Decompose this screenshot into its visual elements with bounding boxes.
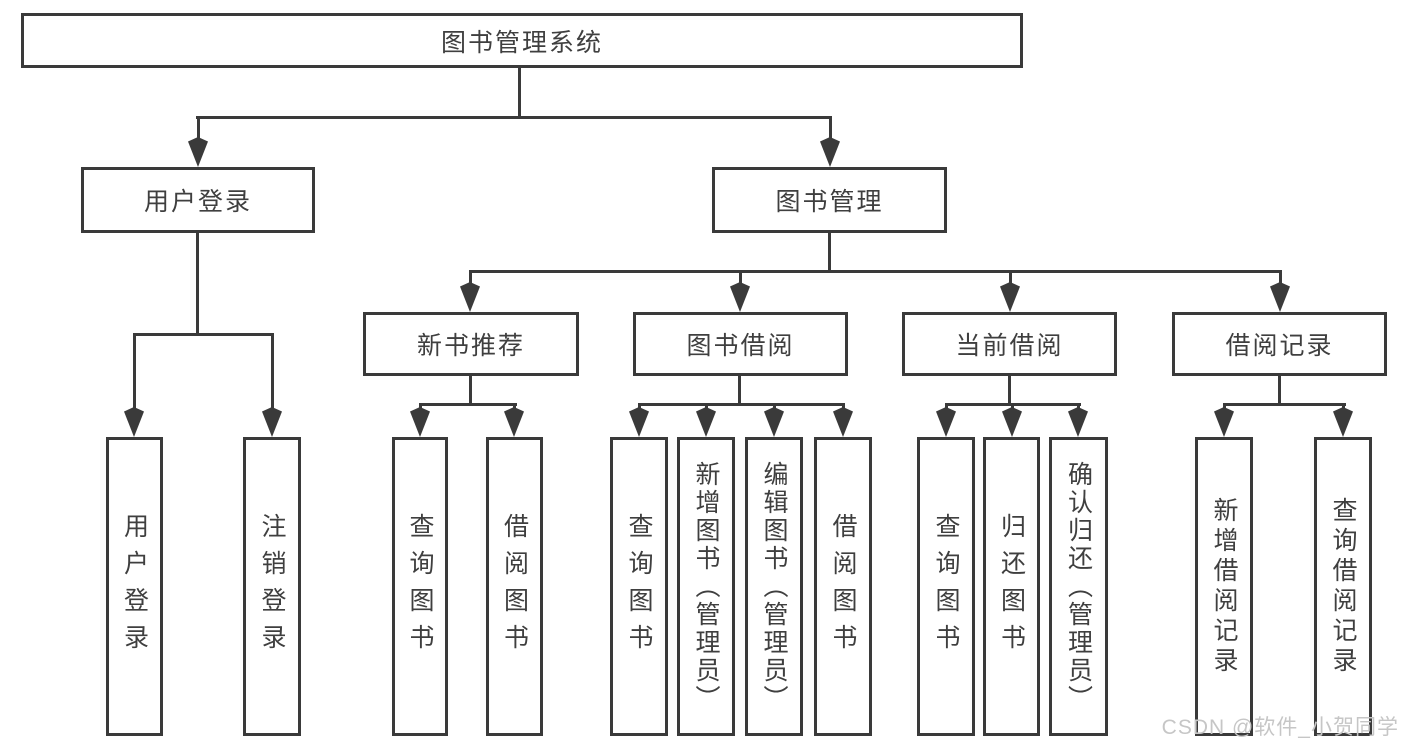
- watermark-text: CSDN @软件_小贺同学: [1161, 716, 1399, 739]
- connector-book-management-horizontal-line: [469, 270, 1282, 273]
- leaf-edit-books-admin: 编辑图书（管理员）: [745, 437, 803, 736]
- arrow-down-icon: [460, 270, 480, 312]
- node-user-login: 用户登录: [81, 167, 315, 233]
- arrow-down-icon: [124, 333, 144, 437]
- arrow-down-icon: [730, 270, 750, 312]
- leaf-confirm-return-admin: 确认归还（管理员）: [1049, 437, 1108, 736]
- connector-book-borrowing-horizontal-line: [638, 403, 845, 406]
- arrow-down-icon: [820, 116, 840, 167]
- arrow-down-icon: [1214, 403, 1234, 437]
- node-book-borrowing: 图书借阅: [633, 312, 848, 376]
- arrow-down-icon: [629, 403, 649, 437]
- arrow-down-icon: [1270, 270, 1290, 312]
- arrow-down-icon: [764, 403, 784, 437]
- connector-new-book-horizontal-line: [419, 403, 517, 406]
- leaf-query-borrow-record: 查询借阅记录: [1314, 437, 1372, 736]
- connector-new-book-vertical-line: [469, 376, 472, 406]
- connector-root-vertical-line: [518, 68, 521, 118]
- node-current-borrowing: 当前借阅: [902, 312, 1117, 376]
- arrow-down-icon: [936, 403, 956, 437]
- connector-borrowing-records-horizontal-line: [1223, 403, 1346, 406]
- arrow-down-icon: [1002, 403, 1022, 437]
- node-borrowing-records: 借阅记录: [1172, 312, 1387, 376]
- connector-book-management-vertical-line: [828, 233, 831, 272]
- connector-borrowing-records-vertical-line: [1278, 376, 1281, 406]
- leaf-borrow-books-borrowing: 借阅图书: [814, 437, 872, 736]
- arrow-down-icon: [410, 403, 430, 437]
- leaf-logout: 注销登录: [243, 437, 301, 736]
- connector-user-login-horizontal-line: [133, 333, 274, 336]
- arrow-down-icon: [1333, 403, 1353, 437]
- arrow-down-icon: [1000, 270, 1020, 312]
- node-book-management: 图书管理: [712, 167, 947, 233]
- leaf-query-books-recommend: 查询图书: [392, 437, 448, 736]
- node-new-book-recommendation: 新书推荐: [363, 312, 579, 376]
- connector-current-borrowing-vertical-line: [1008, 376, 1011, 406]
- arrow-down-icon: [1068, 403, 1088, 437]
- arrow-down-icon: [504, 403, 524, 437]
- leaf-borrow-books-recommend: 借阅图书: [486, 437, 543, 736]
- connector-user-login-vertical-line: [196, 233, 199, 336]
- leaf-add-borrow-record: 新增借阅记录: [1195, 437, 1253, 736]
- leaf-query-books-borrowing: 查询图书: [610, 437, 668, 736]
- leaf-user-login: 用户登录: [106, 437, 163, 736]
- connector-book-borrowing-vertical-line: [738, 376, 741, 406]
- leaf-return-books: 归还图书: [983, 437, 1040, 736]
- arrow-down-icon: [696, 403, 716, 437]
- arrow-down-icon: [262, 333, 282, 437]
- connector-root-horizontal-line: [196, 116, 832, 119]
- leaf-add-books-admin: 新增图书（管理员）: [677, 437, 735, 736]
- arrow-down-icon: [188, 116, 208, 167]
- arrow-down-icon: [833, 403, 853, 437]
- node-library-system-root: 图书管理系统: [21, 13, 1023, 68]
- leaf-query-books-current: 查询图书: [917, 437, 975, 736]
